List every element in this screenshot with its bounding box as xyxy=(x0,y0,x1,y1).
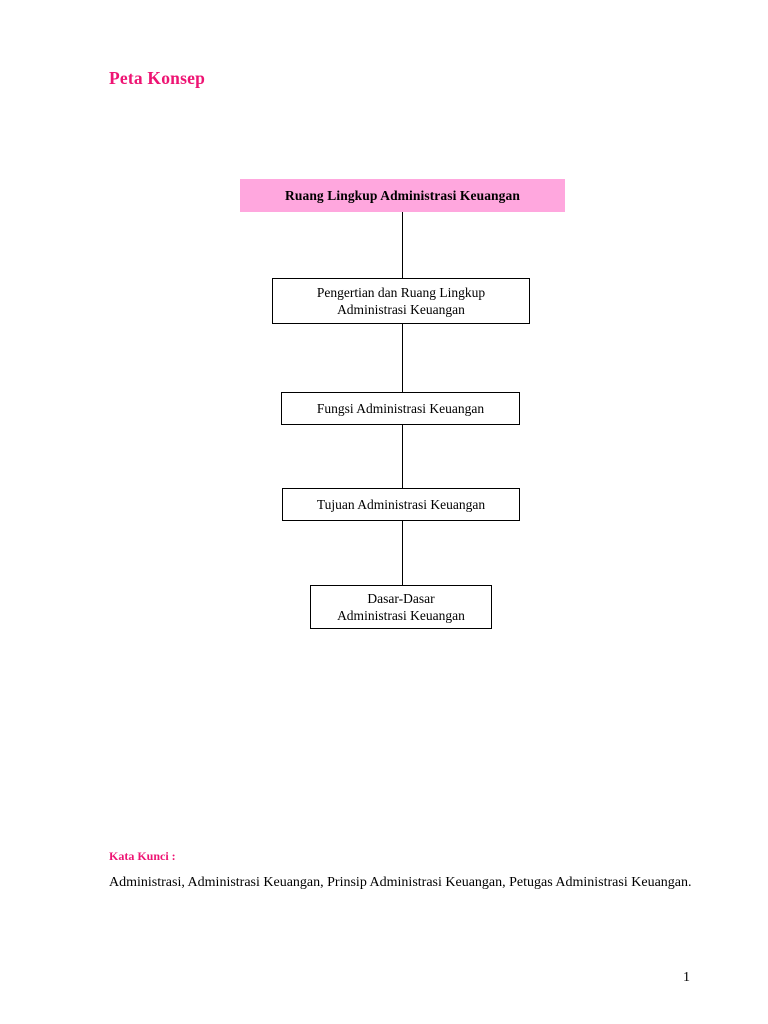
keywords-label: Kata Kunci : xyxy=(109,849,176,863)
concept-node-pengertian-ruang-lingkup[interactable]: Pengertian dan Ruang Lingkup Administras… xyxy=(272,278,530,324)
connector-root-to-node1 xyxy=(402,212,403,279)
page-number: 1 xyxy=(683,970,690,985)
page-title: Peta Konsep xyxy=(109,68,206,88)
concept-node-fungsi[interactable]: Fungsi Administrasi Keuangan xyxy=(281,392,520,425)
connector-node2-to-node3 xyxy=(402,425,403,488)
connector-node1-to-node2 xyxy=(402,324,403,392)
concept-node-root[interactable]: Ruang Lingkup Administrasi Keuangan xyxy=(240,179,565,212)
concept-node-tujuan[interactable]: Tujuan Administrasi Keuangan xyxy=(282,488,520,521)
connector-node3-to-node4 xyxy=(402,521,403,585)
keywords-text: Administrasi, Administrasi Keuangan, Pri… xyxy=(109,875,692,890)
concept-node-dasar-dasar[interactable]: Dasar-Dasar Administrasi Keuangan xyxy=(310,585,492,629)
